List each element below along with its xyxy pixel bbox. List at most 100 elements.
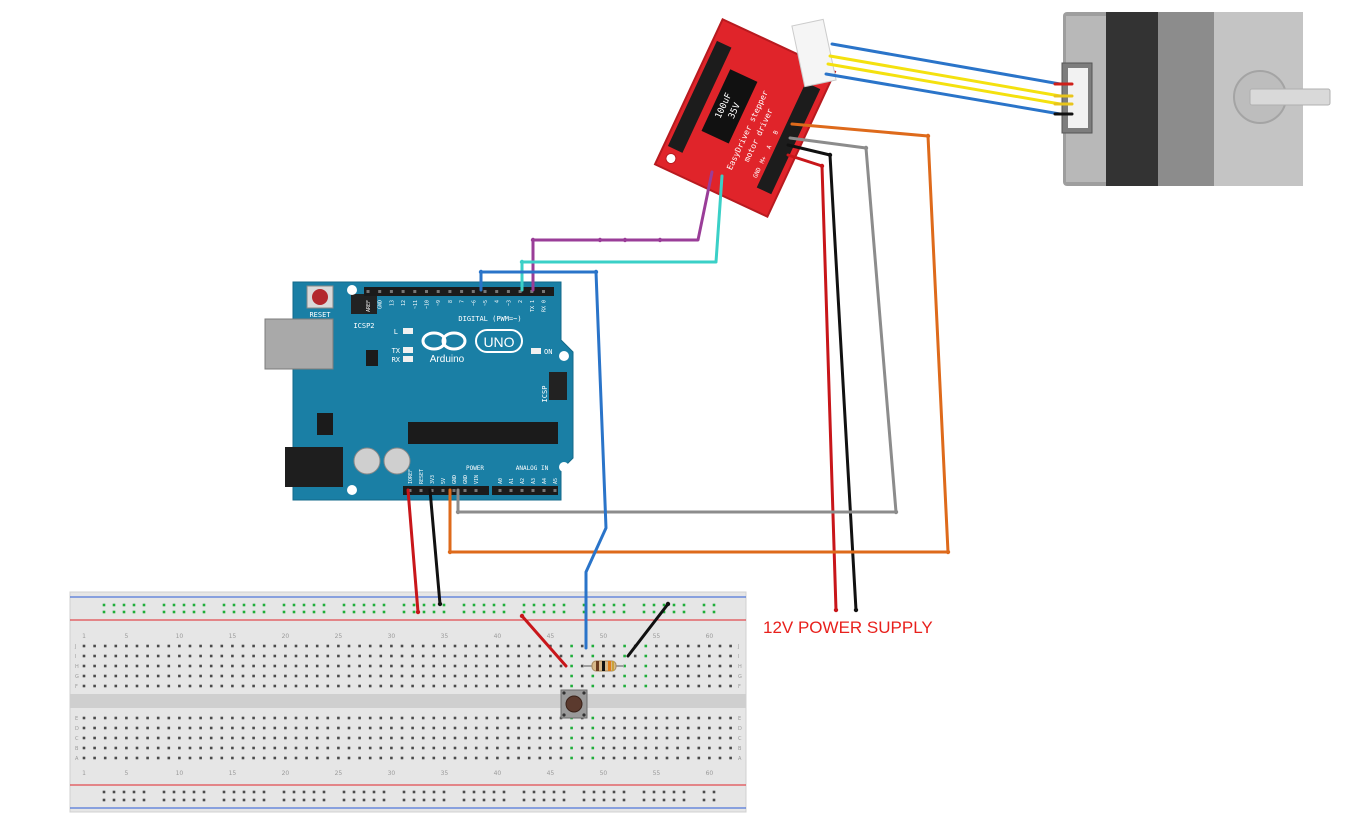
- led-tx-label: TX: [392, 347, 401, 355]
- usb-port: [264, 318, 334, 370]
- resistor: [584, 660, 624, 672]
- capacitor-1: [353, 447, 381, 475]
- analog-header: [492, 486, 558, 495]
- wire-motor-blue-2: [824, 72, 1062, 116]
- column-number-bottom: 45: [547, 770, 555, 777]
- row-letter: A: [75, 756, 79, 762]
- driver-pin-label: GND: [752, 166, 763, 179]
- led-tx: [403, 347, 413, 353]
- column-number-bottom: 20: [282, 770, 290, 777]
- digital-pin-label: GND: [378, 300, 384, 309]
- row-letter: F: [75, 684, 78, 690]
- led-on: [531, 348, 541, 354]
- wire-supply-red: [786, 153, 838, 612]
- wire-motor-yellow-1: [828, 54, 1062, 98]
- driver-capacitor: [701, 69, 758, 144]
- power-pin-label: GND: [452, 475, 458, 484]
- icsp2-header: [351, 294, 377, 314]
- capacitor-2: [383, 447, 411, 475]
- analog-pin-label: A1: [509, 478, 515, 484]
- row-letter: D: [75, 726, 79, 732]
- row-letter: G: [738, 674, 742, 680]
- digital-label: DIGITAL (PWM=~): [458, 315, 521, 323]
- usb-chip: [366, 350, 378, 366]
- column-number-top: 45: [547, 633, 555, 640]
- column-number-bottom: 60: [706, 770, 714, 777]
- reset-label: RESET: [309, 311, 331, 319]
- power-jack: [285, 447, 343, 487]
- led-l-label: L: [394, 328, 398, 336]
- column-number-top: 40: [494, 633, 502, 640]
- digital-pin-label: 4: [495, 300, 501, 303]
- reset-button[interactable]: [312, 289, 328, 305]
- row-letter: D: [738, 726, 742, 732]
- column-number-top: 60: [706, 633, 714, 640]
- row-letter: I: [75, 654, 76, 660]
- icsp2-label: ICSP2: [353, 322, 374, 330]
- row-letter: B: [75, 746, 79, 752]
- column-number-bottom: 10: [176, 770, 184, 777]
- row-letter: F: [738, 684, 741, 690]
- arduino-board: [292, 281, 574, 501]
- atmega-chip: [408, 422, 558, 444]
- wire-jumper-black: [626, 602, 670, 658]
- row-letter: A: [738, 756, 742, 762]
- column-number-top: 20: [282, 633, 290, 640]
- wire-rail-black: [428, 488, 442, 606]
- digital-pin-label: ~3: [506, 300, 512, 306]
- digital-pin-label: ~9: [436, 300, 442, 306]
- driver-pin-label: M+: [759, 155, 769, 165]
- digital-pin-label: 8: [448, 300, 454, 303]
- motor-shaft: [1249, 88, 1331, 106]
- column-number-bottom: 30: [388, 770, 396, 777]
- digital-pin-label: ~6: [471, 300, 477, 306]
- led-l: [403, 328, 413, 334]
- digital-pin-label: ~11: [413, 300, 419, 309]
- wire-button-blue: [479, 270, 608, 650]
- driver-header-bottom: [756, 82, 821, 195]
- column-number-bottom: 1: [82, 770, 86, 777]
- column-number-top: 30: [388, 633, 396, 640]
- analog-pin-label: A3: [531, 478, 537, 484]
- column-number-top: 1: [82, 633, 86, 640]
- icsp-label: ICSP: [541, 386, 549, 403]
- digital-pin-label: RX 0: [542, 300, 548, 312]
- regulator: [317, 413, 333, 435]
- on-label: ON: [544, 348, 552, 356]
- digital-pin-label: ~10: [425, 300, 431, 309]
- column-number-bottom: 55: [653, 770, 661, 777]
- row-letter: J: [74, 644, 76, 650]
- analog-pin-label: A2: [520, 478, 526, 484]
- breadboard-channel: [70, 694, 746, 708]
- wire-rail-red: [406, 488, 420, 614]
- column-number-bottom: 25: [335, 770, 343, 777]
- driver-pin-label: B: [772, 129, 780, 136]
- digital-pin-label: AREF: [366, 300, 372, 312]
- arduino-logo: [421, 329, 523, 353]
- column-number-top: 55: [653, 633, 661, 640]
- column-number-bottom: 5: [124, 770, 128, 777]
- row-letter: C: [738, 736, 742, 742]
- analog-pin-label: A5: [553, 478, 559, 484]
- digital-pin-label: TX 1: [530, 300, 536, 312]
- driver-pin-label: A: [765, 144, 773, 151]
- column-number-top: 50: [600, 633, 608, 640]
- digital-header: [364, 287, 554, 296]
- power-pin-label: IOREF: [408, 469, 414, 484]
- digital-pin-label: 2: [518, 300, 524, 303]
- column-number-top: 5: [124, 633, 128, 640]
- wire-motor-yellow-2: [826, 62, 1062, 106]
- digital-pin-label: ~5: [483, 300, 489, 306]
- row-letter: E: [75, 716, 78, 722]
- easydriver-board: 100uF 35V EasyDriver stepper motor drive…: [653, 17, 837, 219]
- column-number-bottom: 50: [600, 770, 608, 777]
- row-letter: H: [75, 664, 79, 670]
- push-button[interactable]: [560, 689, 588, 719]
- brand-label: Arduino: [430, 354, 465, 365]
